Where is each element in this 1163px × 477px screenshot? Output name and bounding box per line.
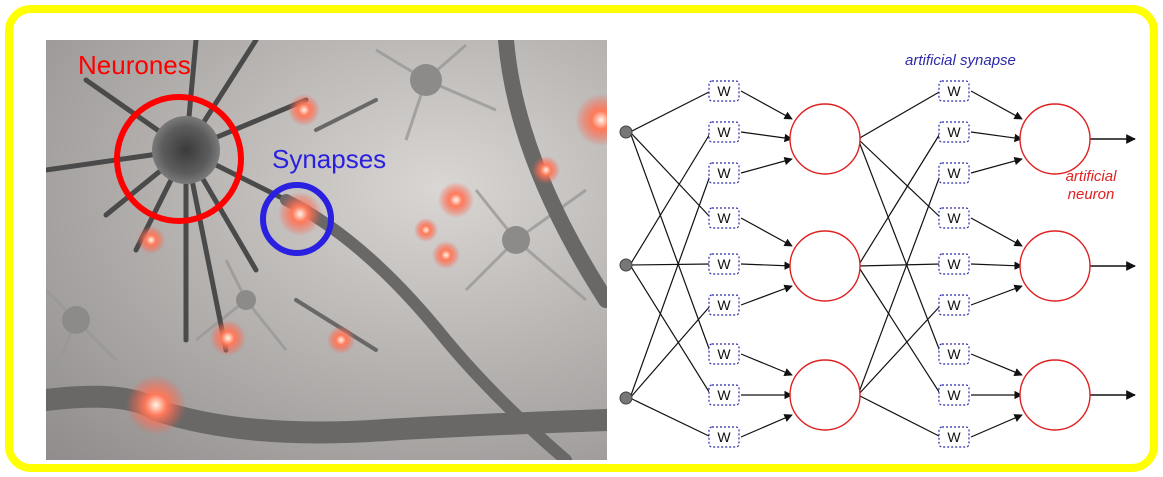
hidden-neuron <box>789 359 861 431</box>
connection-line <box>629 397 712 438</box>
weight-box <box>708 343 740 365</box>
weight-box <box>938 294 970 316</box>
artificial-neuron-caption-line1: artificial <box>1066 168 1118 185</box>
weighted-connection-arrow <box>740 261 793 270</box>
weight-label: W <box>717 256 731 272</box>
input-node <box>619 125 633 139</box>
artificial-synapse-caption: artificial synapse <box>905 52 1016 69</box>
connection-line <box>857 131 942 267</box>
neuron-photo: Neurones Synapses <box>46 40 607 460</box>
connection-line <box>857 265 942 396</box>
weight-box <box>708 253 740 275</box>
weight-box <box>938 384 970 406</box>
weight-box <box>708 384 740 406</box>
weight-box <box>708 162 740 184</box>
weight-label: W <box>717 387 731 403</box>
weight-label: W <box>947 83 961 99</box>
weight-label: W <box>717 124 731 140</box>
weight-box <box>708 80 740 102</box>
weighted-connection-arrow <box>970 156 1023 174</box>
weighted-connection-arrow <box>740 90 793 120</box>
artificial-neuron-caption-line2: neuron <box>1068 186 1115 203</box>
connection-line <box>629 172 712 399</box>
weight-label: W <box>947 387 961 403</box>
weight-label: W <box>717 83 731 99</box>
weighted-connection-arrow <box>970 261 1023 270</box>
weight-label: W <box>947 256 961 272</box>
weight-label: W <box>947 165 961 181</box>
connection-line <box>629 131 712 219</box>
weight-label: W <box>717 346 731 362</box>
weight-box <box>708 294 740 316</box>
weight-box <box>708 426 740 448</box>
connection-line <box>857 263 942 267</box>
weight-label: W <box>947 346 961 362</box>
weighted-connection-arrow <box>740 131 793 143</box>
weight-box <box>938 253 970 275</box>
weighted-connection-arrow <box>970 217 1023 247</box>
input-node <box>619 391 633 405</box>
connection-line <box>857 90 942 140</box>
hidden-neuron <box>789 103 861 175</box>
weight-box <box>938 426 970 448</box>
weight-label: W <box>717 297 731 313</box>
weight-box <box>708 121 740 143</box>
neurones-label: Neurones <box>78 50 191 80</box>
weight-label: W <box>717 165 731 181</box>
weight-box <box>938 343 970 365</box>
output-neuron <box>1019 230 1091 302</box>
ann-svg: W W W W W W W W W W W W W W W W W W artificial synapse ar… <box>619 52 1136 448</box>
connection-line <box>629 131 712 355</box>
input-node <box>619 258 633 272</box>
weight-label: W <box>947 124 961 140</box>
connection-line <box>629 264 712 396</box>
weighted-connection-arrow <box>970 414 1023 438</box>
weighted-connection-arrow <box>740 353 793 377</box>
weight-label: W <box>947 210 961 226</box>
weighted-connection-arrow <box>970 90 1023 120</box>
weighted-connection-arrow <box>970 353 1023 377</box>
synapses-highlight-circle <box>260 182 334 256</box>
weighted-connection-arrow <box>740 414 793 438</box>
neuron-illustration <box>46 40 607 460</box>
ann-diagram: W W W W W W W W W W W W W W W W W W artificial synapse ar… <box>607 40 1152 460</box>
weight-box <box>708 207 740 229</box>
weight-label: W <box>717 429 731 445</box>
weight-box <box>938 80 970 102</box>
connection-line <box>629 304 712 399</box>
weighted-connection-arrow <box>740 284 793 306</box>
connection-line <box>857 304 942 396</box>
hidden-neuron <box>789 230 861 302</box>
connection-line <box>857 138 942 355</box>
weight-label: W <box>717 210 731 226</box>
synapses-label: Synapses <box>272 144 387 174</box>
connection-line <box>857 172 942 396</box>
weight-label: W <box>947 429 961 445</box>
connection-line <box>629 131 712 266</box>
connection-line <box>629 90 712 133</box>
weighted-connection-arrow <box>970 284 1023 306</box>
neurones-highlight-circle <box>114 94 244 224</box>
output-neuron <box>1019 103 1091 175</box>
weight-box <box>938 207 970 229</box>
output-neuron <box>1019 359 1091 431</box>
connection-line <box>857 138 942 219</box>
weight-box <box>938 121 970 143</box>
weight-label: W <box>947 297 961 313</box>
weighted-connection-arrow <box>740 156 793 174</box>
connection-line <box>857 394 942 438</box>
weighted-connection-arrow <box>740 217 793 247</box>
weight-box <box>938 162 970 184</box>
weighted-connection-arrow <box>970 131 1023 143</box>
connection-line <box>629 263 712 266</box>
